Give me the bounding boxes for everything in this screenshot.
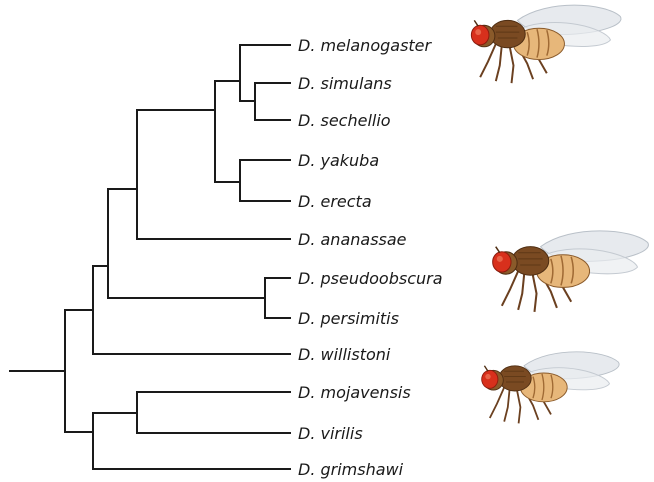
- tree-branches: [10, 45, 290, 469]
- taxon-label: D. virilis: [298, 424, 363, 443]
- taxon-label: D. willistoni: [298, 345, 391, 364]
- fruit-fly-illustration: [493, 231, 649, 312]
- fruit-fly-illustration: [482, 352, 619, 424]
- taxon-label: D. yakuba: [298, 151, 379, 170]
- taxon-label: D. grimshawi: [298, 460, 404, 479]
- taxon-label: D. simulans: [298, 74, 392, 93]
- taxon-labels: D. melanogaster D. simulans D. sechellio…: [298, 36, 443, 479]
- taxon-label: D. melanogaster: [298, 36, 433, 55]
- fruit-fly-illustration: [471, 5, 621, 83]
- taxon-label: D. sechellio: [298, 111, 391, 130]
- taxon-label: D. ananassae: [298, 230, 407, 249]
- taxon-label: D. mojavensis: [298, 383, 411, 402]
- taxon-label: D. persimitis: [298, 309, 399, 328]
- taxon-label: D. pseudoobscura: [298, 269, 443, 288]
- taxon-label: D. erecta: [298, 192, 372, 211]
